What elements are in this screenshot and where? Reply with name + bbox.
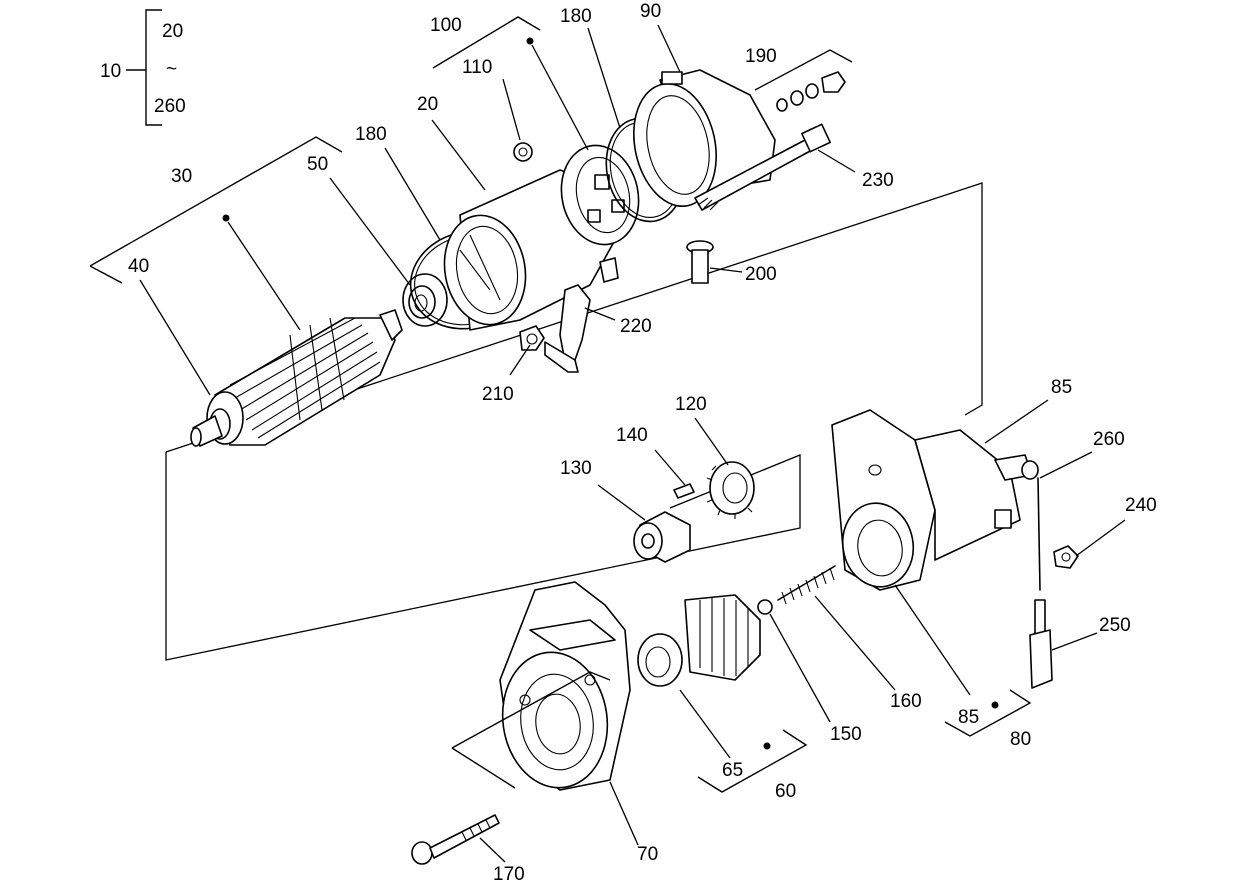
label-range-tilde: ~ bbox=[166, 59, 177, 80]
shift-lever-part bbox=[544, 284, 591, 373]
label-20-range-start: 20 bbox=[162, 21, 183, 42]
label-10: 10 bbox=[100, 61, 121, 82]
part-number-labels: 10 20 ~ 260 100 180 90 190 110 20 180 30… bbox=[100, 1, 1157, 885]
label-70: 70 bbox=[637, 844, 658, 865]
label-100: 100 bbox=[430, 15, 462, 36]
label-190: 190 bbox=[745, 46, 777, 67]
label-160: 160 bbox=[890, 691, 922, 712]
compression-spring-part bbox=[777, 565, 836, 605]
screw-part bbox=[686, 240, 714, 284]
armature-part bbox=[190, 309, 403, 447]
label-200: 200 bbox=[745, 264, 777, 285]
reduction-gear-part bbox=[706, 461, 755, 519]
terminal-hardware-part bbox=[776, 71, 846, 112]
assembly-dot-100 bbox=[526, 37, 534, 45]
assembly-dot-80 bbox=[991, 701, 999, 709]
brush-spring-part bbox=[513, 142, 533, 162]
label-90: 90 bbox=[640, 1, 661, 22]
label-85-bottom: 85 bbox=[958, 707, 979, 728]
label-260-range-end: 260 bbox=[154, 96, 186, 117]
front-housing-part bbox=[499, 581, 631, 791]
label-170: 170 bbox=[493, 864, 525, 885]
through-bolt-part bbox=[694, 123, 831, 211]
mounting-bolt-part bbox=[411, 814, 500, 865]
label-120: 120 bbox=[675, 394, 707, 415]
magnetic-switch-part bbox=[831, 409, 1039, 591]
assembly-bracket-190 bbox=[754, 49, 853, 91]
label-210: 210 bbox=[482, 384, 514, 405]
label-110: 110 bbox=[462, 57, 492, 78]
label-20: 20 bbox=[417, 94, 438, 115]
label-250: 250 bbox=[1099, 615, 1131, 636]
label-65: 65 bbox=[722, 760, 743, 781]
label-180-top: 180 bbox=[560, 6, 592, 27]
label-180-left: 180 bbox=[355, 124, 387, 145]
assembly-bracket-70 bbox=[451, 671, 611, 789]
steel-ball-part bbox=[757, 599, 773, 615]
label-230: 230 bbox=[862, 170, 894, 191]
assembly-bracket-100 bbox=[432, 16, 541, 69]
lead-wire-part bbox=[1034, 477, 1046, 641]
bushing-part bbox=[633, 511, 691, 563]
leader-lines bbox=[139, 24, 1126, 863]
terminal-nut-part bbox=[1053, 545, 1079, 569]
label-260: 260 bbox=[1093, 429, 1125, 450]
group-bracket-10 bbox=[126, 9, 162, 126]
assembly-bracket-30 bbox=[89, 136, 343, 284]
label-150: 150 bbox=[830, 724, 862, 745]
assembly-dot-60 bbox=[763, 742, 771, 750]
assembly-dot-30 bbox=[222, 214, 230, 222]
label-60: 60 bbox=[775, 781, 796, 802]
brush-holder-part bbox=[560, 144, 640, 246]
label-30: 30 bbox=[171, 166, 192, 187]
overrunning-clutch-part bbox=[637, 594, 761, 687]
brush-part bbox=[1029, 629, 1053, 689]
label-50: 50 bbox=[307, 154, 328, 175]
nut-part bbox=[519, 325, 545, 351]
assembly-bracket-60 bbox=[697, 729, 808, 793]
label-220: 220 bbox=[620, 316, 652, 337]
label-80: 80 bbox=[1010, 729, 1031, 750]
label-240: 240 bbox=[1125, 495, 1157, 516]
label-40: 40 bbox=[128, 256, 149, 277]
label-85-top: 85 bbox=[1051, 377, 1072, 398]
bearing-part bbox=[402, 273, 448, 327]
pin-part bbox=[673, 483, 695, 499]
assembly-bracket-80 bbox=[944, 689, 1032, 737]
label-140: 140 bbox=[616, 425, 648, 446]
label-130: 130 bbox=[560, 458, 592, 479]
rear-cover-part bbox=[633, 69, 776, 208]
